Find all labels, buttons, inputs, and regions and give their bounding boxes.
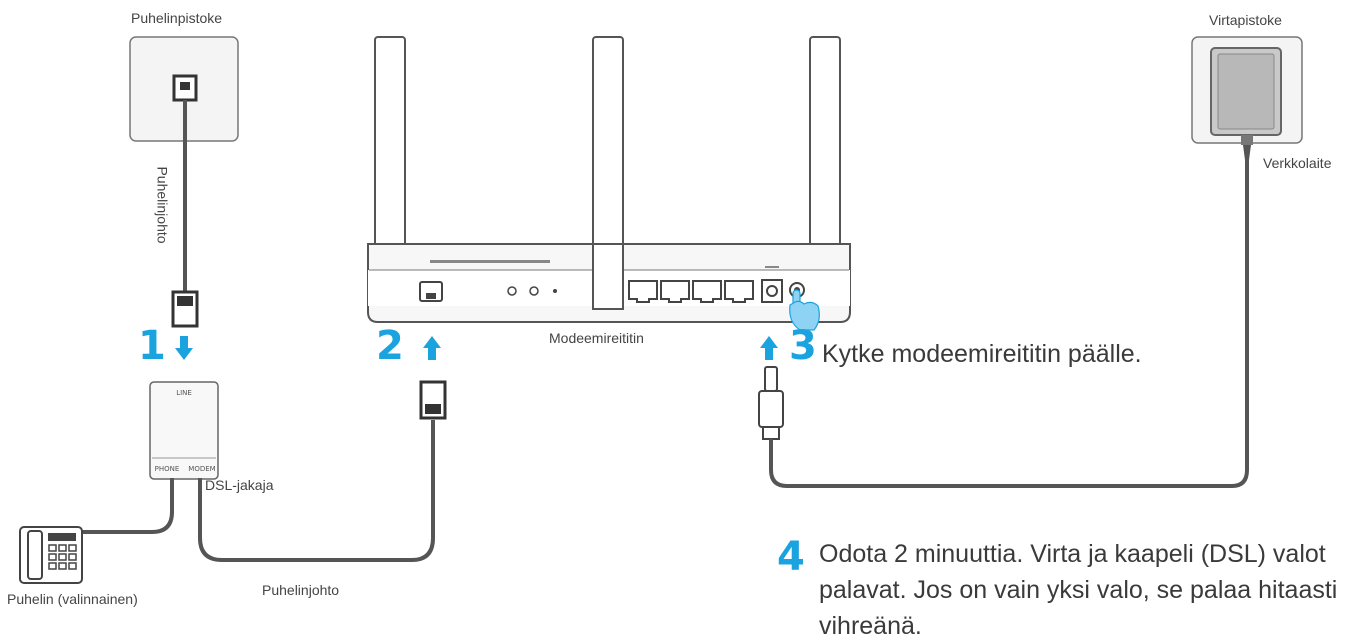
modem-router [367, 243, 851, 323]
power-adapter [1210, 47, 1282, 160]
telephone-icon [19, 526, 83, 584]
step-2-arrow-up [423, 336, 441, 360]
step-3-arrow-up [760, 336, 778, 360]
splitter-modem-port-label: MODEM [188, 465, 215, 473]
step-1-arrow-down [175, 336, 193, 360]
splitter-label: DSL-jakaja [205, 477, 274, 493]
step-1-number: 1 [138, 323, 166, 369]
dsl-splitter [149, 381, 219, 480]
phone-cable-to-router [198, 420, 435, 562]
modem-router-label: Modeemireititin [549, 330, 644, 346]
connection-diagram: LINE PHONE MODEM [19, 36, 1303, 584]
rj11-plug [171, 290, 199, 328]
step-2-number: 2 [376, 323, 404, 369]
step-3-text: Kytke modeemireititin päälle. [822, 340, 1142, 368]
phone-wall-jack [129, 36, 239, 142]
power-cable [769, 158, 1249, 488]
step-4-line-2: palavat. Jos on vain yksi valo, se palaa… [819, 576, 1338, 604]
phone-cord-vertical-label: Puhelinjohto [154, 166, 171, 244]
step-4-line-3: vihreänä. [819, 612, 922, 640]
phone-jack-label: Puhelinpistoke [131, 10, 223, 26]
step-3-number: 3 [789, 323, 817, 369]
router-antennas [374, 36, 841, 310]
hand-pointer-icon [789, 289, 820, 331]
step-4-text: Odota 2 minuuttia. Virta ja kaapeli (DSL… [819, 536, 1354, 644]
splitter-line-port-label: LINE [176, 389, 192, 397]
power-barrel-plug [758, 366, 784, 440]
splitter-phone-port-label: PHONE [155, 465, 180, 473]
phone-optional-label: Puhelin (valinnainen) [7, 591, 138, 607]
phone-cord-bottom-label: Puhelinjohto [262, 582, 340, 598]
power-outlet-label: Virtapistoke [1209, 12, 1282, 28]
step-4-line-1: Odota 2 minuuttia. Virta ja kaapeli (DSL… [819, 540, 1326, 568]
step-2-plug [419, 380, 447, 420]
power-adapter-label: Verkkolaite [1263, 155, 1332, 171]
step-4-number: 4 [777, 534, 805, 580]
